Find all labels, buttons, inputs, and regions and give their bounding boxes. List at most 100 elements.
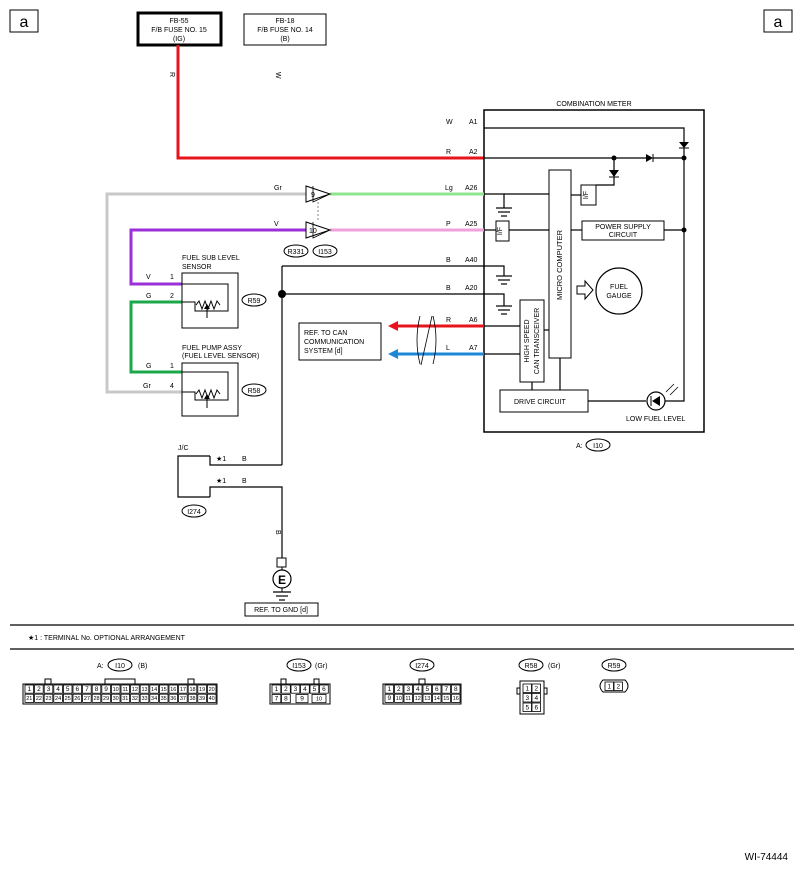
- i10-pin-cell: [91, 684, 102, 694]
- i153-pin: 9: [300, 696, 304, 703]
- svg-text:A6: A6: [469, 317, 478, 324]
- i153-pin: 1: [275, 686, 279, 693]
- svg-text:(B): (B): [280, 36, 289, 43]
- if-label-mid: I/F: [497, 227, 504, 235]
- i153-pin-cell: [281, 684, 291, 694]
- violet-wire-label: V: [274, 221, 279, 228]
- i274-pin-cell: [403, 693, 413, 703]
- gauge-arrow-icon: [576, 279, 594, 301]
- i153-pin-cell: [311, 694, 327, 704]
- r58-pin-cell: [531, 702, 541, 712]
- svg-text:★1: ★1: [216, 455, 226, 463]
- r58-pin-cell: [531, 693, 541, 703]
- i10-pin: 16: [170, 687, 176, 693]
- i10-pin: 34: [151, 696, 157, 702]
- i10-pin: 28: [93, 696, 99, 702]
- page-marker-left: a: [9, 9, 39, 33]
- i274-pin: 2: [397, 686, 401, 693]
- svg-text:R58: R58: [248, 388, 261, 395]
- r59-pin: 2: [616, 683, 620, 690]
- svg-text:A40: A40: [465, 257, 478, 264]
- i10-pin: 35: [161, 696, 167, 702]
- svg-text:Gr: Gr: [143, 383, 151, 390]
- i10-pin-cell: [130, 693, 140, 703]
- r58-pin: 2: [534, 685, 538, 692]
- fuel-sub-level-sensor: FUEL SUB LEVEL SENSOR V 1 G 2 R59: [146, 255, 267, 329]
- fuel-pump-assy: FUEL PUMP ASSY (FUEL LEVEL SENSOR) G 1 G…: [143, 345, 267, 417]
- i10-pin-cell: [34, 693, 44, 703]
- i274-pin: 4: [416, 686, 420, 693]
- i10-pin: 10: [113, 687, 119, 693]
- meter-connector-prefix: A:: [576, 443, 583, 450]
- svg-text:4: 4: [170, 383, 174, 390]
- i274-pin: 9: [387, 695, 391, 702]
- i274-pin: 7: [444, 686, 448, 693]
- i10-pin-cell: [82, 684, 92, 694]
- i10-pin: 20: [209, 687, 215, 693]
- svg-text:B: B: [242, 456, 247, 463]
- i10-pin: 11: [122, 687, 128, 693]
- i10-pin: 37: [180, 696, 186, 702]
- i10-pin-cell: [24, 684, 35, 694]
- i274-pin: 14: [434, 696, 440, 702]
- red-wire-a2: [176, 45, 484, 160]
- i10-pin: 27: [84, 696, 90, 702]
- i10-pin: 25: [65, 696, 71, 702]
- meter-terminals: W A1 R A2 Lg A26 P A25 B A40 B A20 R A6 …: [445, 119, 478, 352]
- i10-pin: 8: [95, 686, 99, 693]
- i10-pin: 19: [199, 687, 205, 693]
- r58-pin: 6: [534, 704, 538, 711]
- i10-pin: 2: [37, 686, 41, 693]
- svg-text:I274: I274: [187, 509, 201, 516]
- svg-text:POWER SUPPLY: POWER SUPPLY: [595, 224, 651, 231]
- r58-pin-cell: [522, 702, 532, 712]
- svg-text:L: L: [446, 345, 450, 352]
- i153-pin: 8: [284, 696, 288, 703]
- harness-ref-r331: R331: [288, 249, 305, 256]
- i274-pin: 10: [396, 696, 402, 702]
- svg-text:R: R: [446, 149, 451, 156]
- i274-pin-cell: [384, 693, 394, 703]
- i274-pin-cell: [441, 684, 451, 694]
- i10-pin-cell: [168, 684, 179, 694]
- i10-pin-cell: [197, 693, 207, 703]
- svg-text:10: 10: [309, 228, 317, 235]
- i10-pin-cell: [34, 684, 44, 694]
- i274-pin-cell: [451, 693, 461, 703]
- fuse-14-box: FB-18 F/B FUSE NO. 14 (B): [243, 13, 327, 46]
- grey-wire-label: Gr: [274, 185, 282, 192]
- svg-text:★1: ★1: [216, 477, 226, 485]
- svg-text:SENSOR: SENSOR: [182, 264, 212, 271]
- i274-pin-cell: [432, 693, 442, 703]
- svg-text:CAN TRANSCEIVER: CAN TRANSCEIVER: [534, 308, 541, 374]
- r59-pin: 1: [607, 683, 611, 690]
- harness-ref-i153: I153: [318, 249, 332, 256]
- ground-ref-box: REF. TO GND [d]: [244, 602, 319, 617]
- svg-text:B: B: [446, 257, 451, 264]
- i153-pin-cell: [271, 684, 282, 694]
- i10-pin: 7: [85, 686, 89, 693]
- svg-text:COMMUNICATION: COMMUNICATION: [304, 339, 364, 346]
- i153-pin-cell: [271, 694, 282, 704]
- i274-pin: 12: [415, 696, 421, 702]
- i153-pin: 6: [322, 686, 326, 693]
- svg-text:I10: I10: [115, 663, 125, 670]
- i10-pin-cell: [101, 684, 111, 694]
- i10-pin: 6: [75, 686, 79, 693]
- r58-pin: 4: [534, 695, 538, 702]
- svg-text:A7: A7: [469, 345, 478, 352]
- i274-pin: 3: [406, 686, 410, 693]
- i10-pin-cell: [24, 693, 35, 703]
- svg-text:SYSTEM [d]: SYSTEM [d]: [304, 348, 343, 355]
- svg-text:(B): (B): [138, 663, 147, 670]
- i10-pin-cell: [91, 693, 102, 703]
- i10-pin: 24: [55, 696, 61, 702]
- svg-text:W: W: [446, 119, 453, 126]
- i10-pin-cell: [149, 684, 159, 694]
- i274-pin: 8: [454, 686, 458, 693]
